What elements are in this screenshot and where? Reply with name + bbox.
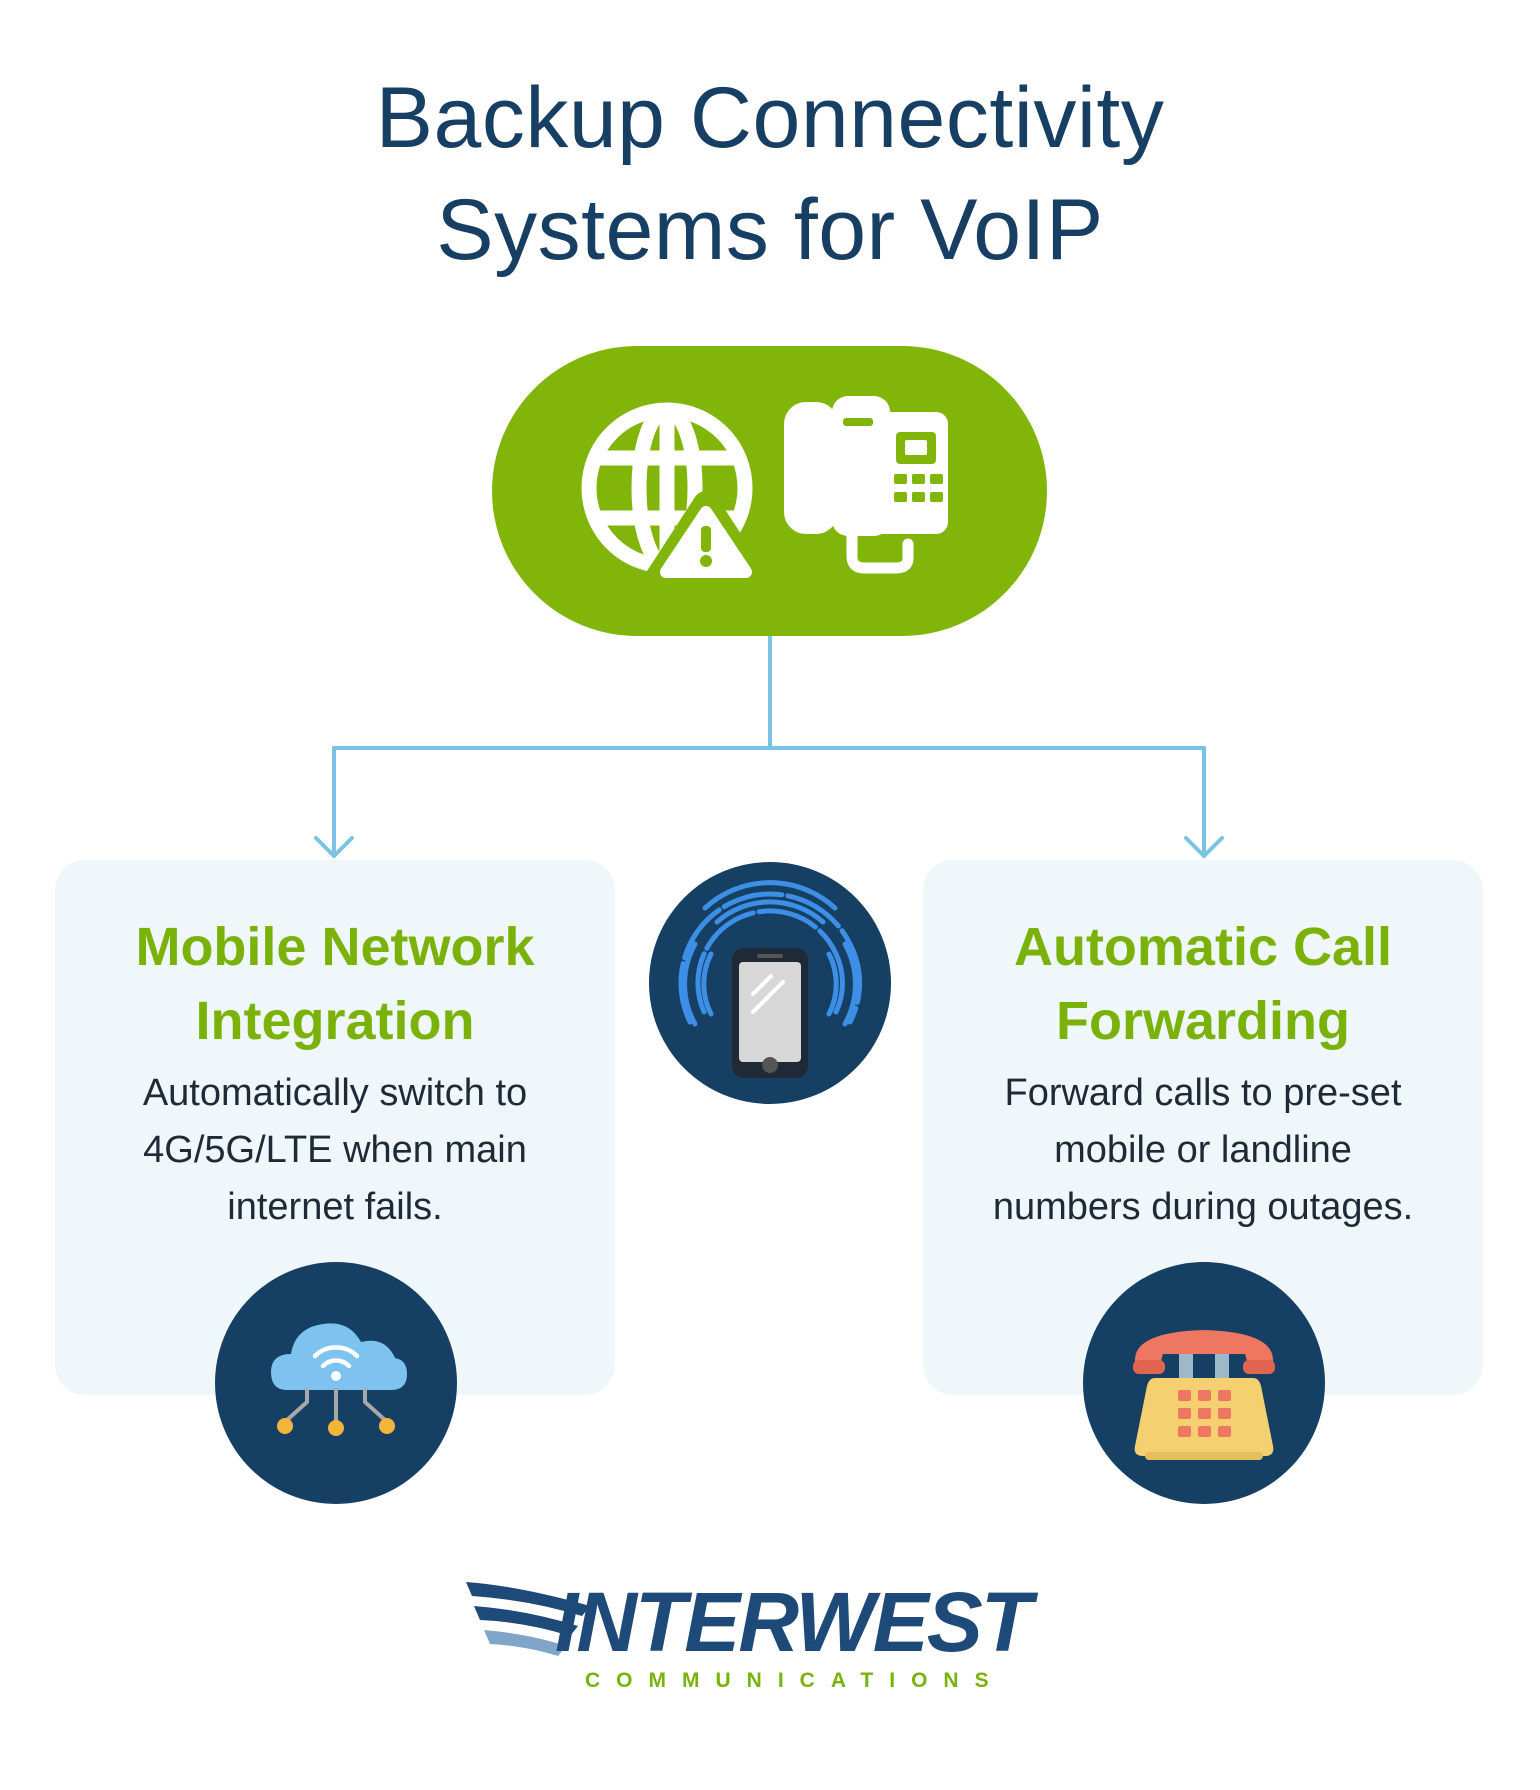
heading-line: Automatic Call <box>1013 917 1393 977</box>
hub-pill <box>492 346 1047 636</box>
logo-swoosh-icon <box>466 1582 590 1656</box>
description-line: Forward calls to pre-set <box>1004 1072 1402 1114</box>
logo-tagline: COMMUNICATIONS <box>585 1669 1005 1692</box>
description-line: 4G/5G/LTE when main <box>143 1129 527 1171</box>
card-heading: Mobile Network Integration <box>55 910 615 1058</box>
title-line-1: Backup Connectivity <box>375 70 1165 166</box>
smartphone-signal-icon <box>678 880 863 1078</box>
card-description: Forward calls to pre-set mobile or landl… <box>923 1065 1483 1236</box>
description-line: internet fails. <box>227 1186 443 1228</box>
connector-lines <box>314 634 1224 858</box>
card-heading: Automatic Call Forwarding <box>923 910 1483 1058</box>
heading-line: Mobile Network <box>135 917 535 977</box>
title-line-2: Systems for VoIP <box>436 182 1104 278</box>
interwest-logo: INTERWEST COMMUNICATIONS <box>460 1568 1080 1698</box>
globe-warning-icon <box>581 402 767 591</box>
card-description: Automatically switch to 4G/5G/LTE when m… <box>55 1065 615 1236</box>
description-line: numbers during outages. <box>992 1186 1414 1228</box>
heading-line: Integration <box>195 991 475 1051</box>
desk-phone-icon <box>784 396 948 574</box>
rotary-telephone-icon <box>1133 1330 1275 1460</box>
description-line: mobile or landline <box>1054 1129 1352 1171</box>
telephone-circle <box>1083 1262 1325 1504</box>
smartphone-circle <box>649 862 891 1104</box>
description-line: Automatically switch to <box>142 1072 528 1114</box>
cloud-network-circle <box>215 1262 457 1504</box>
heading-line: Forwarding <box>1056 991 1350 1051</box>
logo-wordmark: INTERWEST <box>555 1575 1032 1669</box>
infographic-title: Backup Connectivity Systems for VoIP <box>0 62 1540 286</box>
cloud-network-icon <box>271 1323 407 1436</box>
